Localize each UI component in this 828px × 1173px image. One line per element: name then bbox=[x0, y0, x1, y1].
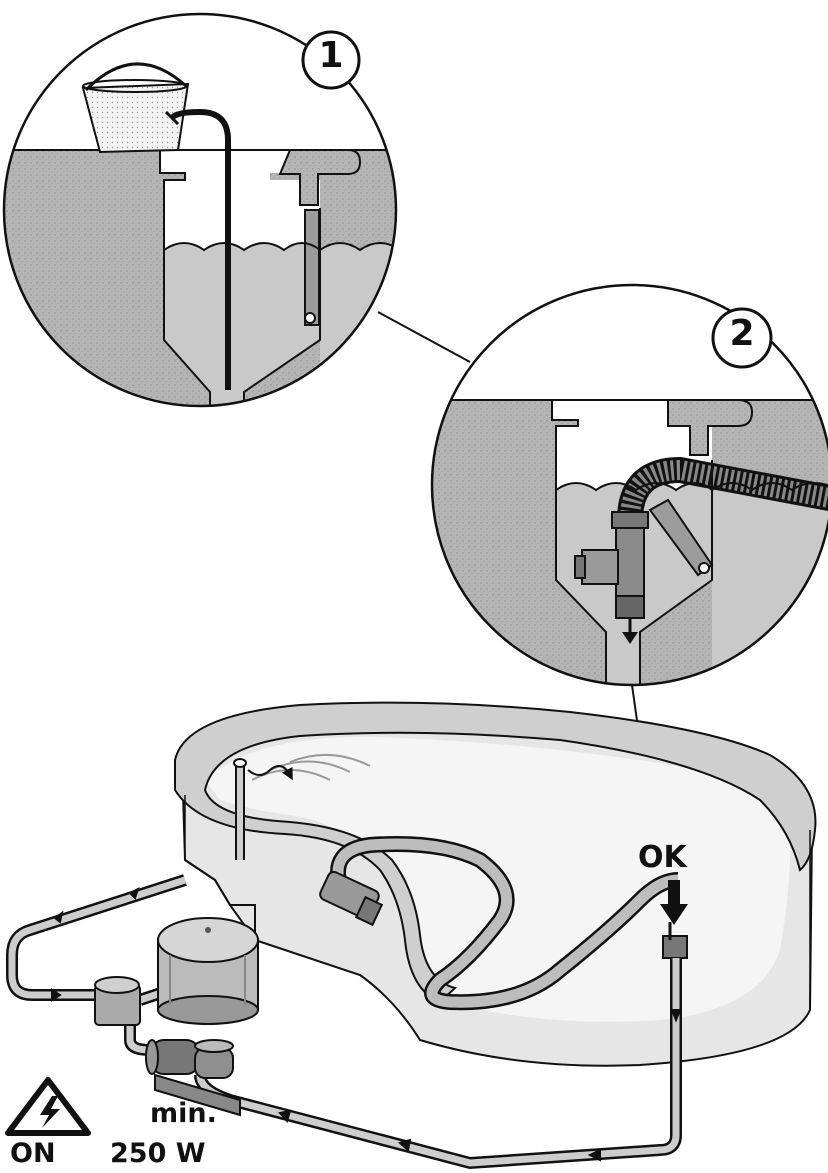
callout-2-number: 2 bbox=[729, 313, 755, 354]
detail-2-frame bbox=[430, 283, 828, 687]
return-inlet bbox=[233, 758, 293, 860]
callout-1-badge bbox=[301, 30, 361, 90]
pre-filter bbox=[94, 976, 141, 1026]
ok-arrow-icon bbox=[660, 880, 688, 925]
high-voltage-warning-icon bbox=[5, 1077, 91, 1136]
sand-filter bbox=[157, 917, 259, 1025]
callout-1-number: 1 bbox=[318, 35, 344, 76]
power-rating-label: 250 W bbox=[110, 1138, 206, 1169]
min-label: min. bbox=[150, 1098, 217, 1129]
pump bbox=[145, 1039, 241, 1117]
on-label: ON bbox=[10, 1138, 56, 1169]
flow-arrows bbox=[51, 887, 682, 1162]
detail-1-frame bbox=[2, 12, 398, 408]
circulation-pipes bbox=[6, 874, 682, 1170]
pool-hose bbox=[319, 836, 679, 1011]
callout-2-badge bbox=[711, 307, 773, 369]
ok-label: OK bbox=[638, 840, 687, 875]
